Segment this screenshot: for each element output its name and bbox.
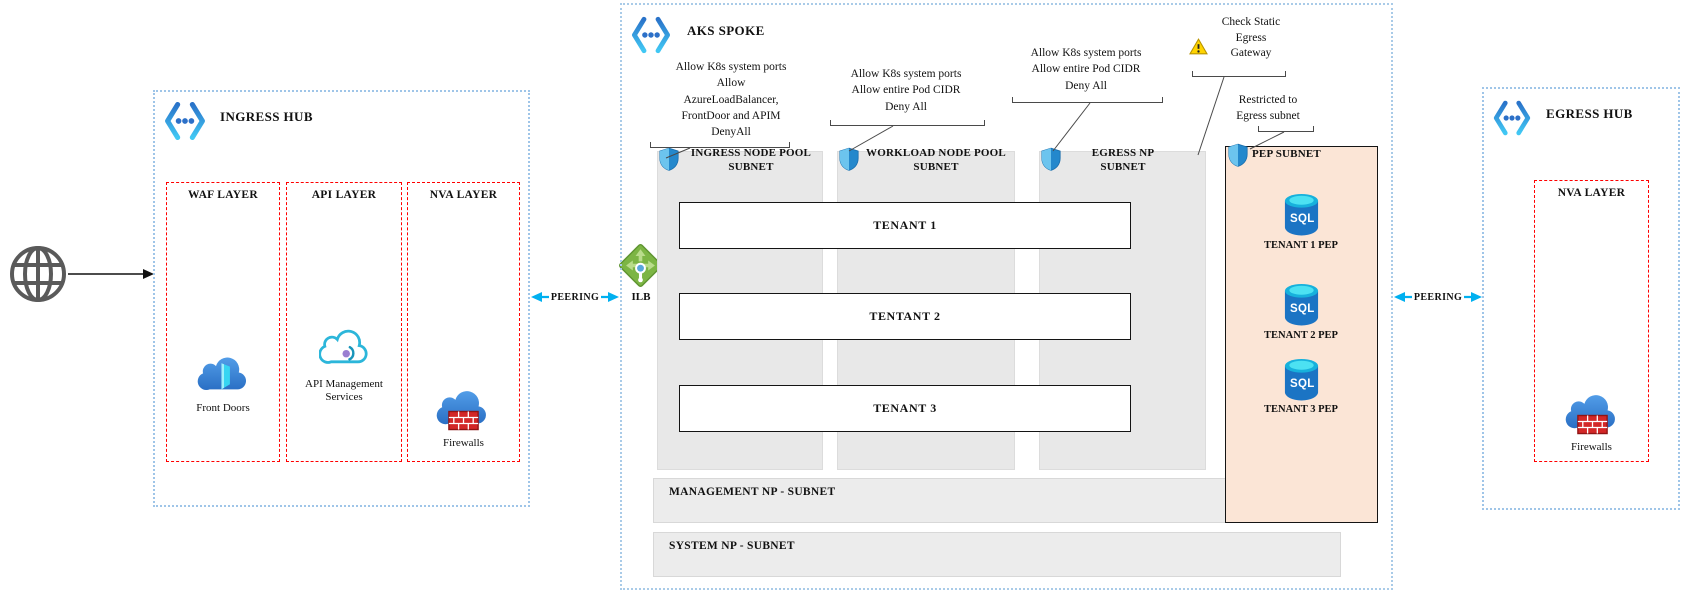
ingress-hub: INGRESS HUB WAF LAYER Front Doors API LA… — [153, 90, 530, 507]
workload-subnet-title: WORKLOAD NODE POOL SUBNET — [866, 147, 1006, 173]
virtual-network-icon — [630, 13, 672, 57]
firewall-icon — [1565, 393, 1620, 438]
pep-subnet-title: PEP SUBNET — [1252, 148, 1321, 160]
callout-static-egress: Check Static Egress Gateway — [1221, 16, 1281, 59]
ingress-hub-title: INGRESS HUB — [220, 109, 313, 124]
api-management-label: API Management Services — [305, 378, 383, 403]
waf-layer: WAF LAYER Front Doors — [166, 182, 280, 462]
callout-bracket — [1012, 97, 1163, 103]
virtual-network-icon — [1492, 97, 1532, 139]
waf-layer-title: WAF LAYER — [188, 189, 258, 201]
tenant-2-pep-label: TENANT 2 PEP — [1264, 330, 1338, 341]
peering-right: PEERING — [1394, 289, 1482, 305]
egress-hub: EGRESS HUB NVA LAYER Firewalls — [1482, 87, 1680, 510]
callout-workload-rules: Allow K8s system ports Allow entire Pod … — [850, 68, 962, 113]
sql-icon-text: SQL — [1290, 303, 1315, 315]
nva-layer-ingress: NVA LAYER Firewalls — [407, 182, 520, 462]
virtual-network-icon — [163, 98, 207, 144]
callout-bracket — [830, 120, 985, 126]
peering-left-label: PEERING — [548, 291, 602, 303]
peering-left: PEERING — [531, 289, 619, 305]
callout-egress-rules: Allow K8s system ports Allow entire Pod … — [1030, 47, 1142, 92]
front-door-icon — [197, 353, 251, 397]
tenant-1-box: TENANT 1 — [679, 202, 1131, 249]
nva-layer-title: NVA LAYER — [1557, 187, 1626, 199]
tenant-3-pep-label: TENANT 3 PEP — [1264, 404, 1338, 415]
ingress-subnet-title: INGRESS NODE POOL SUBNET — [690, 147, 812, 173]
aks-spoke-title: AKS SPOKE — [687, 23, 765, 38]
nsg-shield-icon — [659, 147, 679, 171]
nva-layer-title: NVA LAYER — [429, 189, 498, 201]
system-np-subnet: SYSTEM NP - SUBNET — [653, 532, 1341, 577]
api-layer: API LAYER API Management Services — [286, 182, 402, 462]
nva-layer-egress: NVA LAYER Firewalls — [1534, 180, 1649, 462]
tenant-2-box: TENTANT 2 — [679, 293, 1131, 340]
callout-ingress-rules: Allow K8s system ports Allow AzureLoadBa… — [675, 61, 787, 139]
api-management-icon — [319, 327, 371, 369]
sql-icon-text: SQL — [1290, 378, 1315, 390]
sql-icon-text: SQL — [1290, 213, 1315, 225]
nsg-shield-icon — [839, 147, 859, 171]
nsg-shield-icon — [1228, 143, 1248, 167]
api-layer-title: API LAYER — [311, 189, 377, 201]
peering-right-label: PEERING — [1411, 291, 1465, 303]
aks-spoke — [620, 3, 1393, 590]
nsg-shield-icon — [1041, 147, 1061, 171]
globe-icon — [8, 244, 68, 304]
firewalls-label: Firewalls — [1571, 441, 1612, 453]
egress-hub-title: EGRESS HUB — [1546, 106, 1633, 121]
firewall-icon — [436, 389, 491, 434]
tenant-1-pep-label: TENANT 1 PEP — [1264, 240, 1338, 251]
callout-pep-restriction: Restricted to Egress subnet — [1236, 94, 1300, 122]
callout-bracket — [650, 142, 790, 148]
firewalls-label: Firewalls — [443, 437, 484, 449]
egress-subnet-title: EGRESS NP SUBNET — [1091, 147, 1155, 173]
ilb-label: ILB — [631, 291, 651, 303]
callout-bracket — [1192, 71, 1286, 77]
internet-arrow — [68, 269, 154, 279]
tenant-3-box: TENANT 3 — [679, 385, 1131, 432]
front-doors-label: Front Doors — [196, 402, 250, 414]
callout-bracket — [1258, 126, 1314, 132]
